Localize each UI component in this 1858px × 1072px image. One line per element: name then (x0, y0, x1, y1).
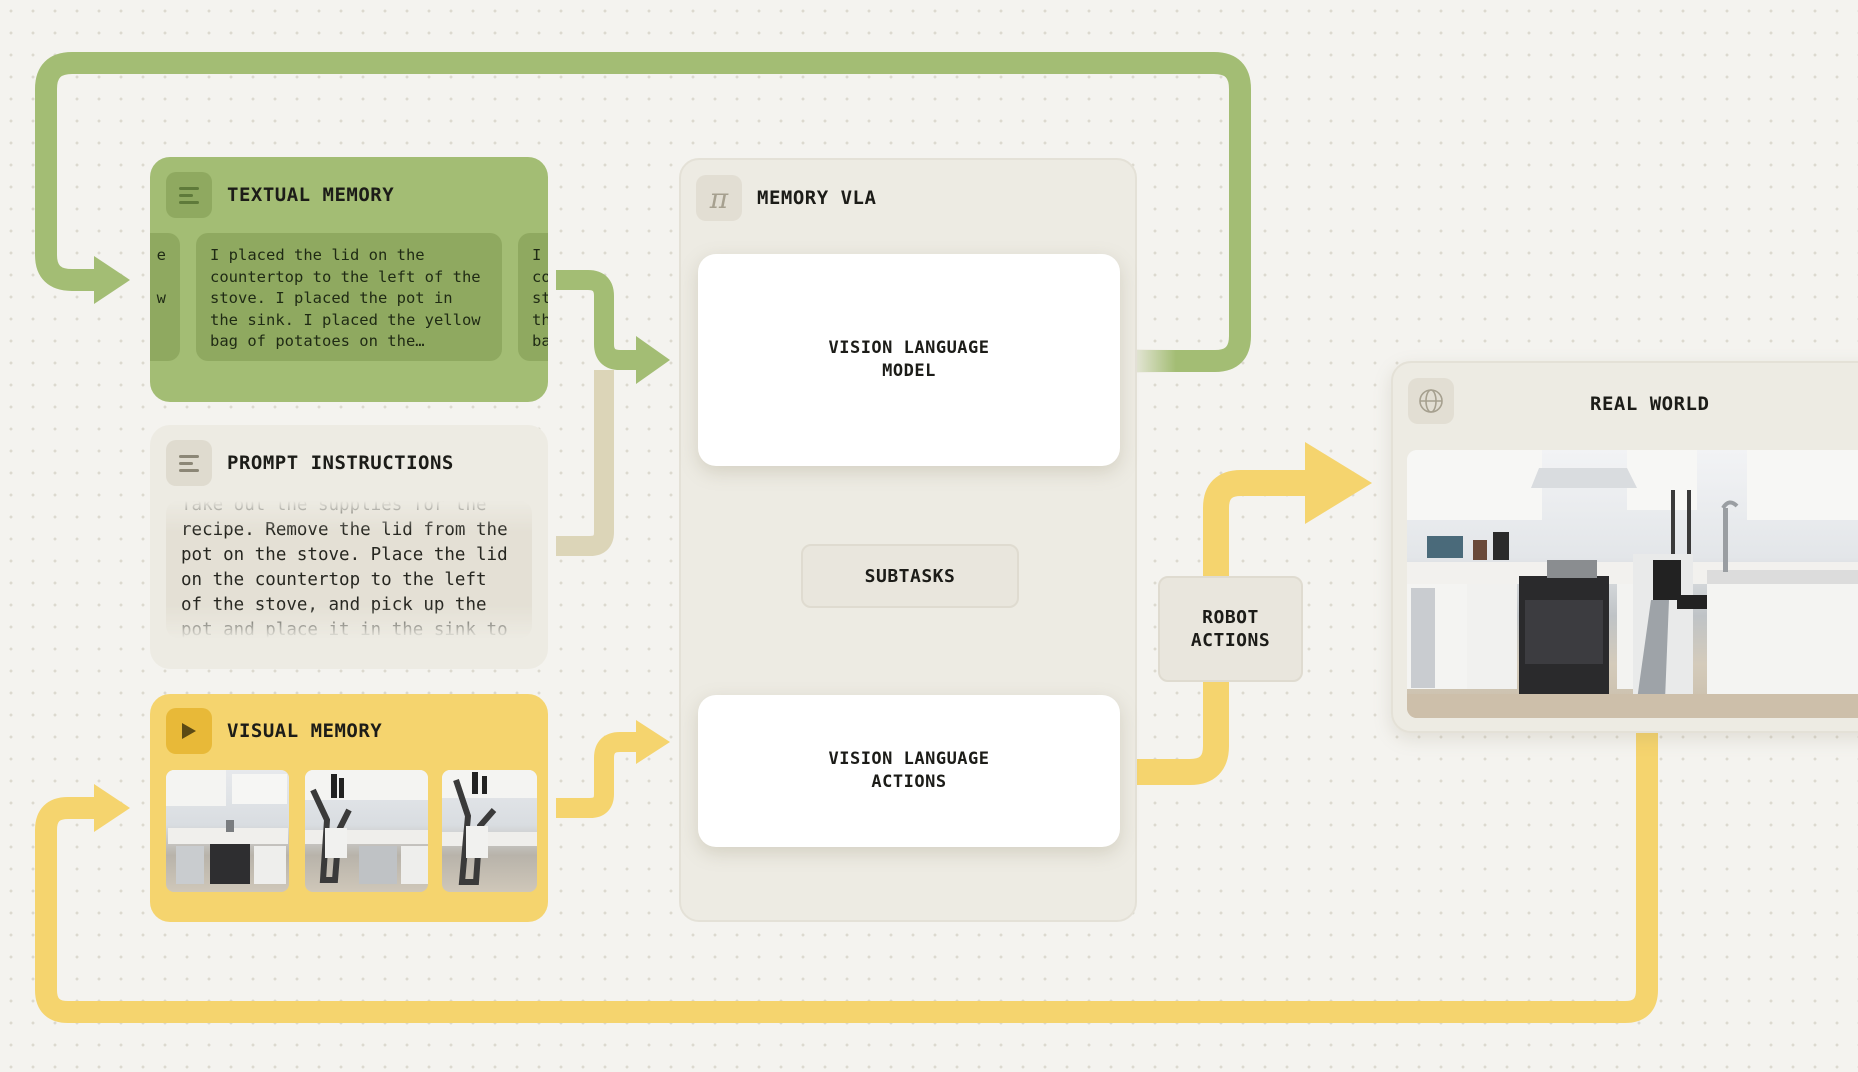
subtasks-pill: SUBTASKS (801, 544, 1019, 608)
visual-memory-title: VISUAL MEMORY (227, 720, 383, 742)
pi-icon: π (696, 175, 742, 221)
vision-language-actions-box: VISION LANGUAGE ACTIONS (698, 695, 1120, 847)
prompt-instructions-card: PROMPT INSTRUCTIONS Take out the supplie… (150, 425, 548, 669)
memory-frame-2 (305, 770, 428, 892)
memory-frame-3 (442, 770, 537, 892)
memory-entry-previous: e w (150, 233, 180, 361)
yellow-arrowhead-world (1305, 442, 1372, 524)
vision-language-model-box: VISION LANGUAGE MODEL (698, 254, 1120, 466)
memory-entry-current: I placed the lid on the countertop to th… (196, 233, 502, 361)
green-arrowhead-textual (94, 256, 130, 304)
prompt-text: Take out the supplies for the recipe. Re… (181, 501, 508, 638)
memory-entry-next: I co st th ba (518, 233, 548, 361)
yellow-arrowhead-vla (636, 720, 670, 764)
beige-prompt-connector (556, 370, 614, 556)
yellow-visual-to-vla (556, 732, 640, 818)
green-text-to-vlm (556, 270, 640, 370)
globe-icon (1408, 378, 1454, 424)
memory-vla-title: MEMORY VLA (757, 187, 877, 209)
text-lines-icon (166, 172, 212, 218)
real-world-title: REAL WORLD (1590, 393, 1710, 415)
memory-vla-card: π MEMORY VLA VISION LANGUAGE MODEL SUBTA… (679, 158, 1137, 922)
prompt-text-box: Take out the supplies for the recipe. Re… (166, 501, 532, 638)
robot-actions-pill: ROBOT ACTIONS (1158, 576, 1303, 682)
text-lines-icon (166, 440, 212, 486)
play-icon (166, 708, 212, 754)
green-feedback-loop (35, 52, 1251, 372)
yellow-arrowhead-visual (94, 784, 130, 832)
textual-memory-title: TEXTUAL MEMORY (227, 184, 395, 206)
visual-memory-card: VISUAL MEMORY (150, 694, 548, 922)
memory-frame-1 (166, 770, 289, 892)
textual-memory-card: TEXTUAL MEMORY e w I placed the lid on t… (150, 157, 548, 402)
green-arrowhead-vlm (636, 336, 670, 384)
kitchen-photo (1407, 450, 1858, 718)
real-world-card: REAL WORLD (1391, 361, 1858, 733)
prompt-instructions-title: PROMPT INSTRUCTIONS (227, 452, 454, 474)
yellow-feedback-loop (35, 733, 1658, 1023)
